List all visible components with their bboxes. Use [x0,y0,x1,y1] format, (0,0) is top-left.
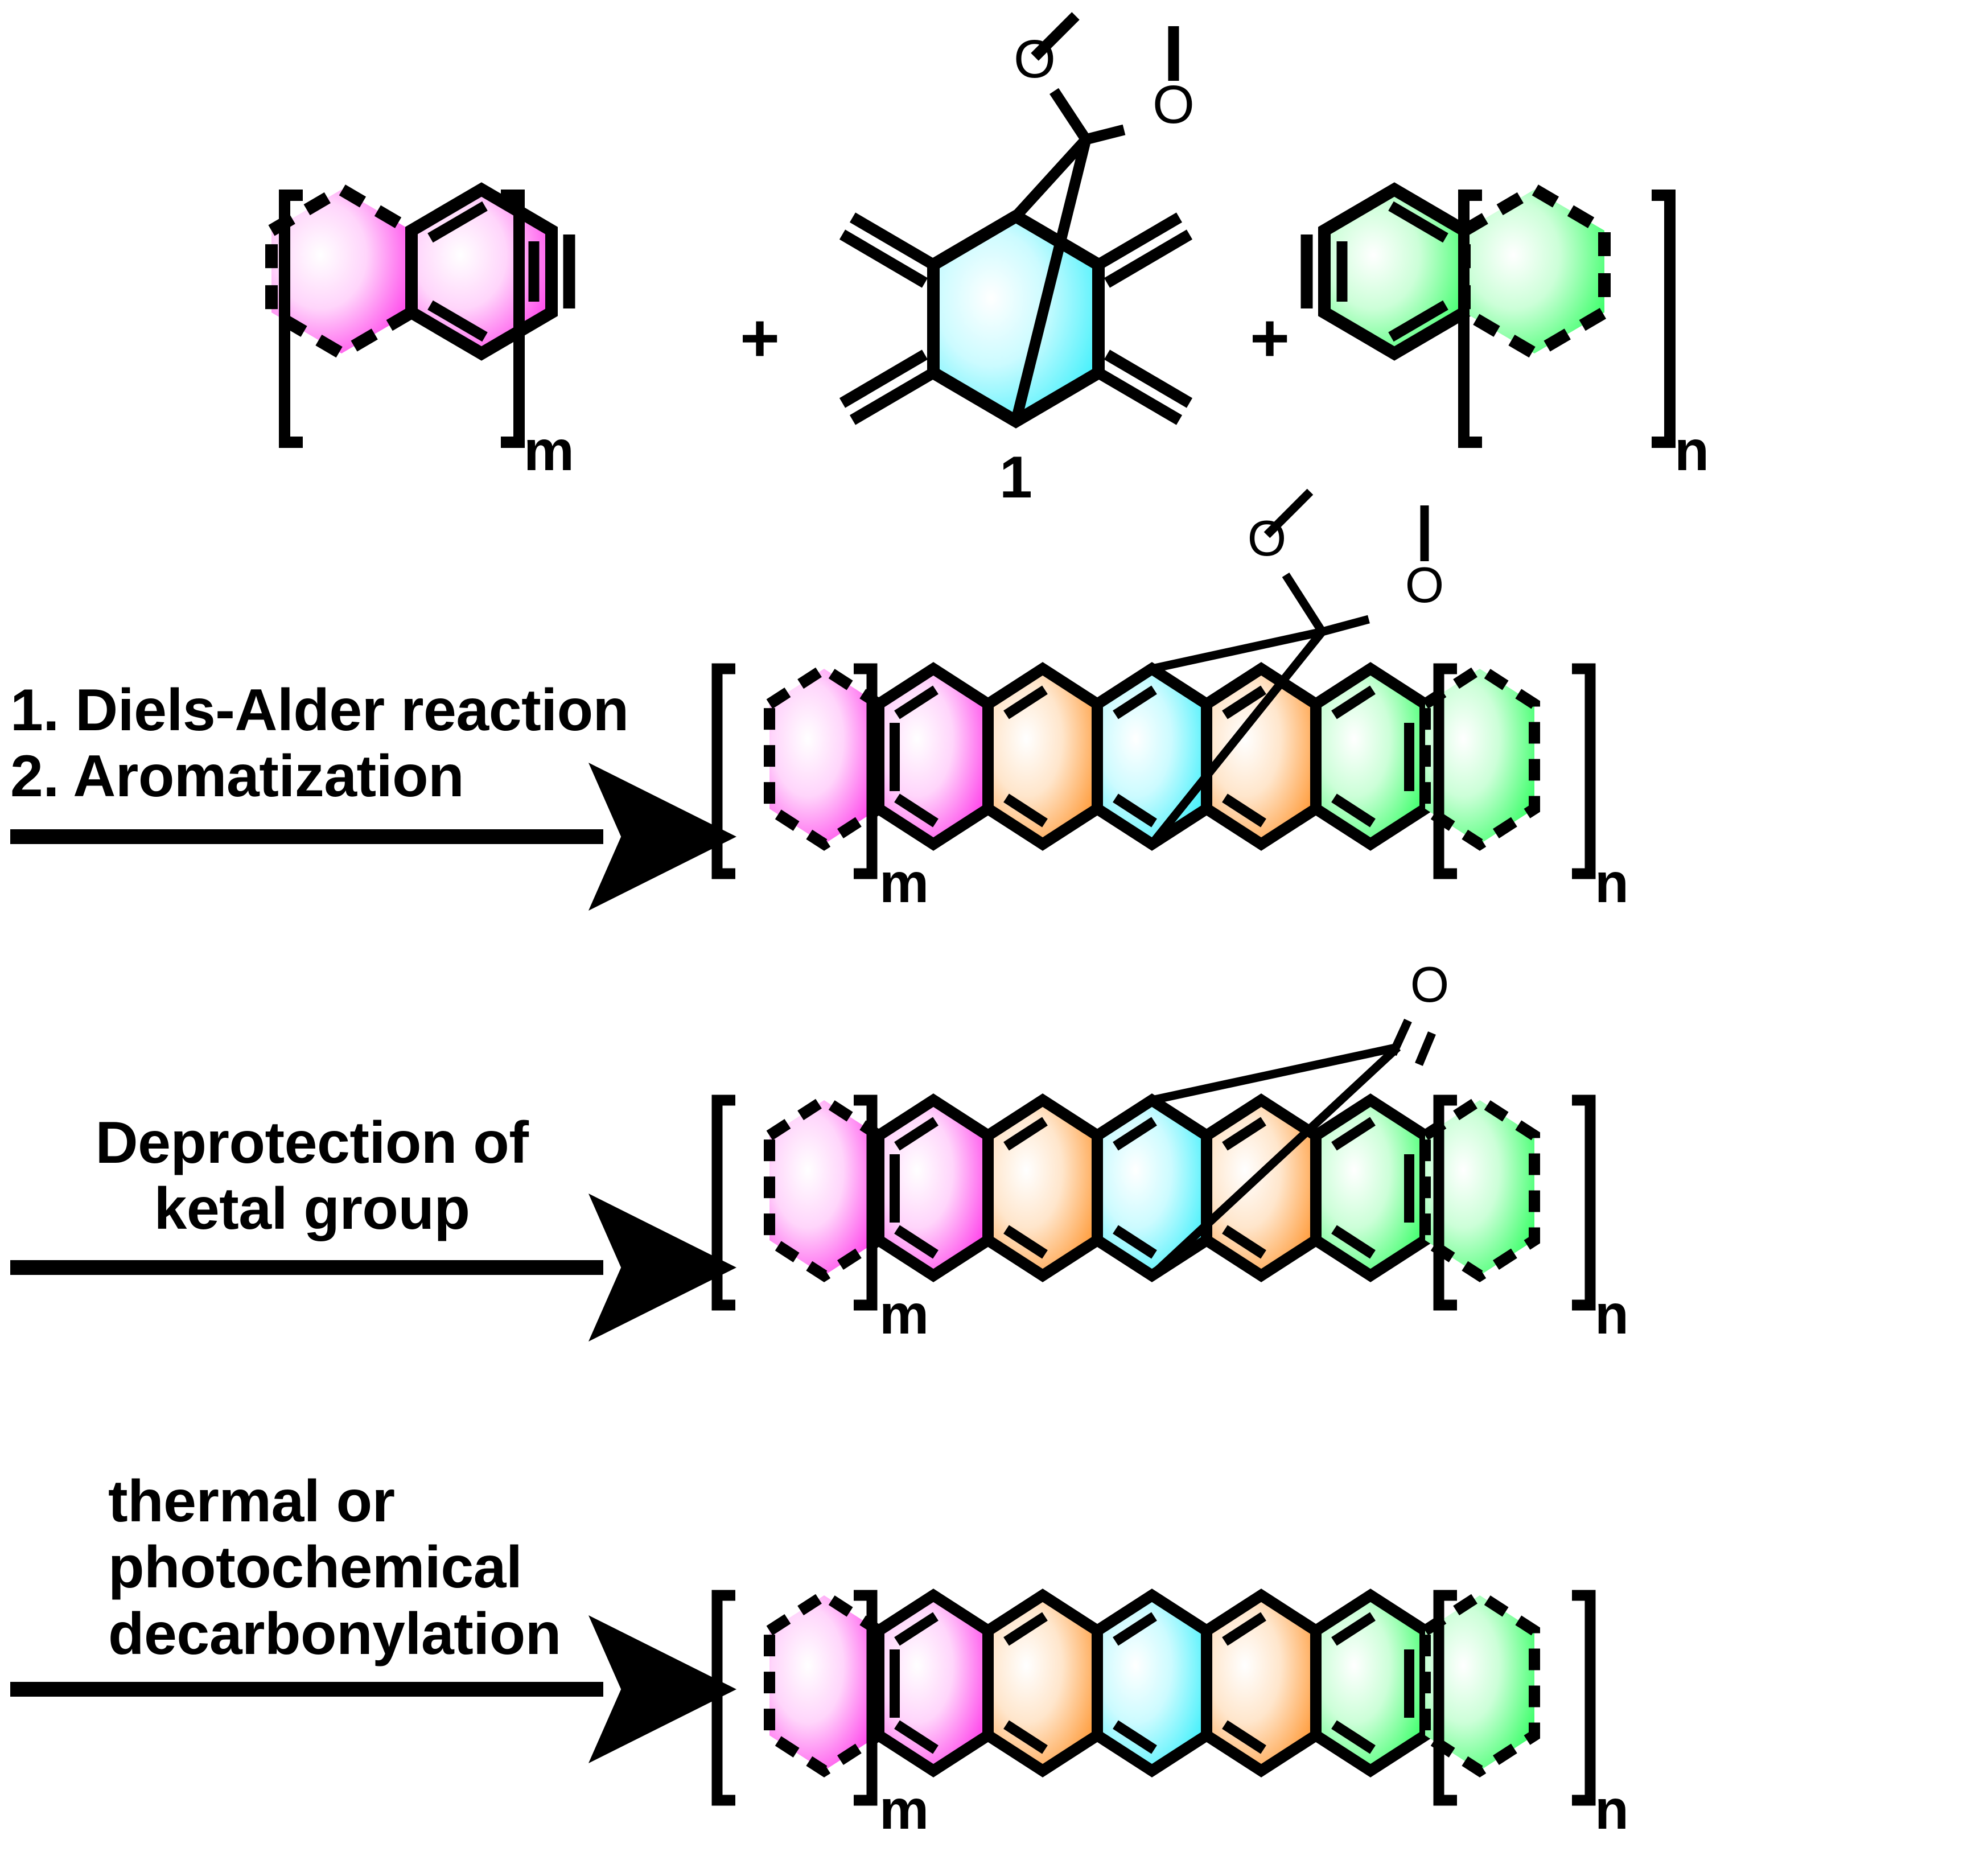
bracket-close [501,190,525,448]
polyacene-chain-1 [711,662,1596,879]
bracket-open-n [1433,663,1457,879]
ring-dashed-magenta [764,1589,884,1777]
arrow-3-label: thermal or photochemical decarbonylation [108,1468,620,1667]
ring-dashed-green [1419,1589,1540,1777]
row1-monomer: O O [839,12,1195,429]
arrow-2-label: Deprotection of ketal group [10,1110,614,1242]
bracket-open-n [1433,1590,1457,1806]
carbonyl-bridge [1149,1018,1436,1279]
ring-dashed-green [1419,1093,1540,1282]
aromatic-bond [427,201,488,243]
row1-reactant-green [1300,182,1676,448]
bracket-open-n [1433,1094,1457,1311]
arrow-1-label: 1. Diels-Alder reaction 2. Aromatization [10,677,629,810]
aromatic-bond [1388,201,1448,243]
ketal-bridge [1010,12,1179,423]
aromatic-bonds [890,1117,1414,1259]
bracket-close-n [1572,1590,1596,1806]
arrow-3-line-3: decarbonylation [108,1600,561,1667]
hexagon-cyan-monomer [927,209,1105,429]
product-ketone-structure: O [711,956,1596,1311]
aromatic-bond [427,300,488,342]
subscript-m-product-3: m [879,1778,929,1841]
subscript-n-product-2: n [1595,1283,1629,1345]
oxygen-label-left: O [1248,510,1286,566]
monomer-label: 1 [999,445,1032,511]
arrow-3-line-2: photochemical [108,1534,522,1601]
polyacene-chain-3 [711,1589,1596,1806]
oxygen-label-left: O [1014,29,1056,89]
bracket-close-n [1572,1094,1596,1311]
reaction-arrows [10,763,736,1763]
subscript-n-product-3: n [1595,1778,1629,1841]
ring-dashed-green [1419,662,1540,851]
subscript-m-row1: m [524,419,574,483]
arrow-2-line-1: Deprotection of [95,1110,529,1176]
ring-dashed-magenta [764,1093,884,1282]
aromatic-bonds [890,1612,1414,1754]
ring-dashed-magenta [764,662,884,851]
product-ketal-structure: O O [711,488,1596,879]
exocyclic-methylenes [839,212,1193,425]
subscript-m-product-1: m [879,851,929,914]
arrow-1-line-2: 2. Aromatization [10,743,464,810]
bracket-close-n [1572,663,1596,879]
oxygen-label-right: O [1153,75,1195,135]
bracket-open-m [711,663,735,879]
arrow-3-line-1: thermal or [108,1468,395,1534]
bracket-close-m [854,663,878,879]
bracket-open-m [711,1590,735,1806]
plus-sign-1: + [740,300,780,376]
arrow-2-line-2: ketal group [154,1176,470,1242]
arrow-1-line-1: 1. Diels-Alder reaction [10,677,629,743]
oxygen-label-right: O [1405,557,1444,613]
bracket-open-m [711,1094,735,1311]
subscript-m-product-2: m [879,1283,929,1345]
bracket-open [1458,190,1482,448]
ketal-bridge [1149,488,1429,847]
bracket-close-m [854,1590,878,1806]
subscript-n-product-1: n [1595,851,1629,914]
row1-reactant-magenta [265,182,575,448]
product-final-structure [711,1589,1596,1806]
hexagon-dashed-magenta [265,182,418,361]
bracket-close-m [854,1094,878,1311]
polyacene-chain-2 [711,1093,1596,1311]
oxygen-label: O [1410,956,1449,1013]
aromatic-bond [1388,300,1448,342]
bracket-open [279,190,303,448]
plus-sign-2: + [1250,300,1290,376]
subscript-n-row1: n [1674,419,1710,483]
aromatic-bonds [890,685,1414,828]
hexagon-dashed-green [1458,182,1611,361]
bracket-close [1652,190,1676,448]
